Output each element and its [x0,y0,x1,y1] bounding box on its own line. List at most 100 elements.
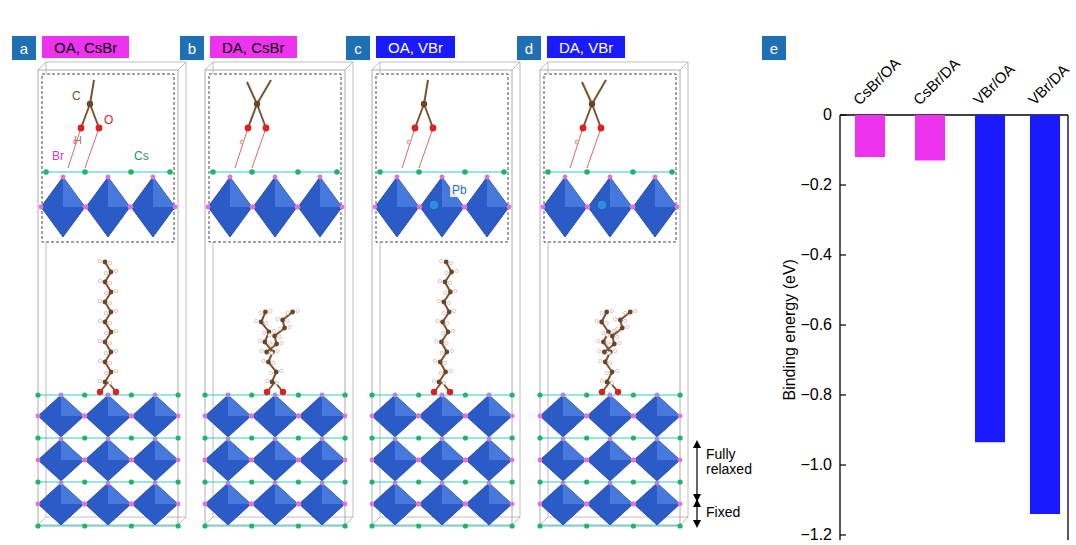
cs-atom [369,392,374,397]
octahedron [419,439,465,481]
cs-atom [377,169,383,175]
h-atom [605,321,608,324]
h-atom [255,319,258,322]
cs-atom [129,523,134,528]
br-atom [250,458,255,463]
h-atom [597,339,600,342]
cell-edge [540,62,548,70]
br-atom [296,502,301,507]
bond-line [38,526,178,527]
br-atom [296,458,301,463]
octahedron-face [108,483,131,504]
br-atom [36,502,41,507]
octahedron [85,483,131,525]
h-atom [268,333,271,336]
h-atom [108,361,111,364]
octahedron [86,177,130,237]
bond [583,104,592,128]
h-atom [453,309,456,312]
br-atom [463,502,468,507]
c-atom [109,350,114,355]
carbon-chain [604,312,630,352]
octahedron-face [442,439,465,460]
octahedron [540,439,586,481]
c-atom [109,330,114,335]
c-atom [444,350,449,355]
octahedron [205,439,251,481]
h-atom [104,271,107,274]
cs-atom [369,479,374,484]
octahedron [372,439,418,481]
cs-atom [416,479,421,484]
br-atom [631,414,636,419]
bond [90,104,99,128]
br-atom [173,205,178,210]
o-atom [580,125,587,132]
cs-atom [202,523,207,528]
region-label: Fully relaxed [706,447,768,478]
h-atom [114,329,117,332]
o-atom [280,389,286,395]
h-atom [260,349,263,352]
br-atom [464,414,469,419]
br-atom [487,437,492,442]
br-atom [630,205,635,210]
br-atom [226,481,231,486]
bond [424,80,428,104]
br-atom [561,437,566,442]
cs-atom [35,392,40,397]
contact [235,128,248,168]
bond [247,82,257,104]
pb-atom [597,200,607,210]
octahedron-face [563,483,586,504]
cs-atom [678,435,683,440]
cs-atom [509,392,514,397]
octahedron [466,483,512,525]
atom-label: C [72,90,81,103]
octahedron-face [108,177,130,207]
bond-line [38,482,178,483]
octahedron-face [610,483,633,504]
c-atom [438,360,443,365]
h-atom [442,381,445,384]
c-atom [602,350,607,355]
tick-label: −0.6 [800,316,832,334]
c-atom [446,330,451,335]
br-atom [295,205,300,210]
cell-edge [205,62,213,70]
h-atom [575,140,579,144]
region-label: Fixed [706,505,740,520]
cs-atom [584,169,590,175]
h-atom [108,261,111,264]
cs-atom [334,169,340,175]
br-atom [273,175,278,180]
octahedron [208,177,252,237]
h-atom [270,351,273,354]
bar [1030,115,1060,514]
octahedron [252,483,298,525]
h-atom [608,351,611,354]
c-atom [103,320,108,325]
br-atom [130,502,135,507]
octahedron-face [442,395,465,416]
h-atom [447,301,450,304]
bond-line [205,482,345,483]
tick-label: −0.2 [800,176,832,194]
h-atom [108,281,111,284]
bond [592,104,601,128]
br-atom [538,458,543,463]
bond-line [38,395,178,396]
h-atom [599,359,602,362]
h-atom [606,333,609,336]
octahedron-face [565,177,587,207]
cs-atom [295,169,301,175]
octahedron-face [395,439,418,460]
h-atom [114,289,117,292]
cs-atom [537,392,542,397]
cs-atom [537,435,542,440]
cs-atom [631,523,636,528]
h-atom [449,369,452,372]
octahedron-face [563,395,586,416]
br-atom [678,458,683,463]
cs-atom [82,435,87,440]
